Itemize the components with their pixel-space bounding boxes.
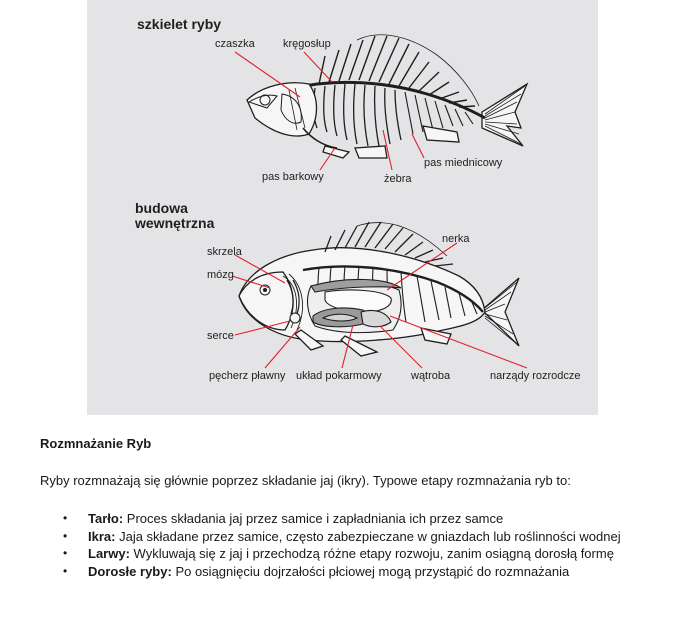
internal-title-line2: wewnętrzna [134,215,215,231]
label-gills: skrzela [207,246,243,258]
label-kidney: nerka [442,233,470,245]
stages-list: •Tarło: Proces składania jaj przez samic… [63,510,621,580]
bullet-icon: • [63,545,67,563]
label-skull: czaszka [215,38,256,50]
label-liver: wątroba [410,370,451,382]
skeleton-title: szkielet ryby [137,16,221,32]
label-brain: mózg [207,269,234,281]
list-item: •Dorosłe ryby: Po osiągnięciu dojrzałośc… [63,563,621,581]
intro-paragraph: Ryby rozmnażają się głównie poprzez skła… [40,473,571,488]
internal-title-line1: budowa [135,200,188,216]
fish-anatomy-figure: szkielet ryby budowa wewnętrzna czaszka … [87,0,598,415]
bullet-icon: • [63,510,67,528]
stage-term: Ikra [88,529,111,544]
stage-term: Dorosłe ryby [88,564,167,579]
fish-anatomy-illustration: szkielet ryby budowa wewnętrzna czaszka … [87,0,598,415]
stage-description: Proces składania jaj przez samice i zapł… [123,511,503,526]
stage-term: Larwy [88,546,126,561]
label-heart: serce [207,330,234,342]
label-pelvic-girdle: pas miednicowy [424,157,503,169]
section-heading: Rozmnażanie Ryb [40,436,151,451]
label-digestive-system: układ pokarmowy [296,370,382,382]
list-item: •Tarło: Proces składania jaj przez samic… [63,510,621,528]
label-reproductive-organs: narządy rozrodcze [490,370,581,382]
list-item: •Larwy: Wykluwają się z jaj i przechodzą… [63,545,621,563]
stage-description: Wykluwają się z jaj i przechodzą różne e… [130,546,614,561]
stage-description: Po osiągnięciu dojrzałości płciowej mogą… [172,564,569,579]
bullet-icon: • [63,563,67,581]
bullet-icon: • [63,528,67,546]
list-item: •Ikra: Jaja składane przez samice, częst… [63,528,621,546]
label-spine: kręgosłup [283,38,331,50]
stage-description: Jaja składane przez samice, często zabez… [115,529,620,544]
label-swim-bladder: pęcherz pławny [209,370,286,382]
stage-term: Tarło [88,511,119,526]
label-shoulder-girdle: pas barkowy [262,171,324,183]
label-rib: żebra [384,173,412,185]
fish-internal-drawing [239,222,519,356]
fish-skeleton-drawing [247,35,527,158]
